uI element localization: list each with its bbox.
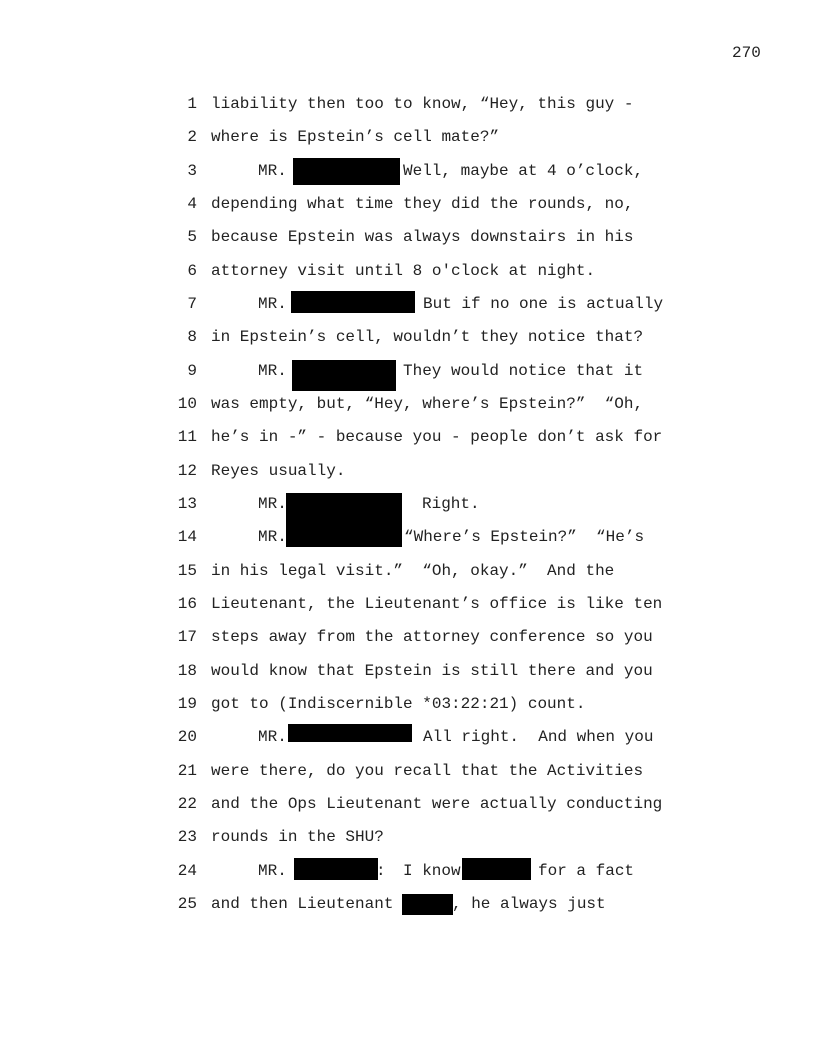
transcript-line: 20 MR. All right. And when you xyxy=(0,727,816,747)
speaker-label: MR. xyxy=(258,162,287,180)
line-text: and the Ops Lieutenant were actually con… xyxy=(211,795,663,813)
line-text: Lieutenant, the Lieutenant’s office is l… xyxy=(211,595,663,613)
line-number: 17 xyxy=(177,628,197,646)
line-text: Right. xyxy=(422,495,480,513)
transcript-line: 3 MR. Well, maybe at 4 o’clock, xyxy=(0,161,816,181)
line-number: 8 xyxy=(187,328,197,346)
transcript-line: 10 was empty, but, “Hey, where’s Epstein?… xyxy=(0,394,816,414)
redaction-box xyxy=(462,858,531,880)
line-text: would know that Epstein is still there a… xyxy=(211,662,653,680)
speaker-label: MR. xyxy=(258,528,287,546)
line-text: All right. And when you xyxy=(423,728,654,746)
transcript-line: 11 he’s in -” - because you - people don’… xyxy=(0,427,816,447)
transcript-line: 1 liability then too to know, “Hey, this … xyxy=(0,94,816,114)
line-number: 12 xyxy=(177,462,197,480)
transcript-line: 16 Lieutenant, the Lieutenant’s office is… xyxy=(0,594,816,614)
transcript-line: 21 were there, do you recall that the Act… xyxy=(0,761,816,781)
line-number: 7 xyxy=(187,295,197,313)
transcript-line: 2 where is Epstein’s cell mate?” xyxy=(0,127,816,147)
line-text: because Epstein was always downstairs in… xyxy=(211,228,634,246)
transcript-line: 24 MR.: I know for a fact xyxy=(0,861,816,881)
line-number: 21 xyxy=(177,762,197,780)
line-number: 2 xyxy=(187,128,197,146)
speaker-label: MR. xyxy=(258,362,287,380)
line-number: 14 xyxy=(177,528,197,546)
line-text: depending what time they did the rounds,… xyxy=(211,195,634,213)
line-number: 3 xyxy=(187,162,197,180)
line-text-continued: for a fact xyxy=(538,862,635,880)
line-text: where is Epstein’s cell mate?” xyxy=(211,128,500,146)
speaker-label: MR. xyxy=(258,495,287,513)
transcript-line: 22 and the Ops Lieutenant were actually c… xyxy=(0,794,816,814)
transcript-line: 13 MR. Right. xyxy=(0,494,816,514)
line-number: 24 xyxy=(177,862,197,880)
transcript-line: 5 because Epstein was always downstairs i… xyxy=(0,227,816,247)
speaker-label: MR. xyxy=(258,862,287,880)
line-number: 25 xyxy=(177,895,197,913)
redaction-box xyxy=(286,493,402,547)
line-text: “Where’s Epstein?” “He’s xyxy=(404,528,645,546)
transcript-line: 19 got to (Indiscernible *03:22:21) count… xyxy=(0,694,816,714)
speaker-label: MR. xyxy=(258,728,287,746)
line-text-continued: , he always just xyxy=(452,895,606,913)
transcript-line: 15 in his legal visit.” “Oh, okay.” And t… xyxy=(0,561,816,581)
colon: : xyxy=(376,862,386,880)
line-number: 16 xyxy=(177,595,197,613)
redaction-box xyxy=(293,158,400,185)
line-text: attorney visit until 8 o'clock at night. xyxy=(211,262,596,280)
line-text: in Epstein’s cell, wouldn’t they notice … xyxy=(211,328,644,346)
line-text: he’s in -” - because you - people don’t … xyxy=(211,428,663,446)
line-number: 4 xyxy=(187,195,197,213)
line-text: in his legal visit.” “Oh, okay.” And the xyxy=(211,562,615,580)
line-number: 22 xyxy=(177,795,197,813)
transcript-line: 8 in Epstein’s cell, wouldn’t they notice… xyxy=(0,327,816,347)
line-number: 18 xyxy=(177,662,197,680)
line-text: rounds in the SHU? xyxy=(211,828,384,846)
transcript-line: 18 would know that Epstein is still there… xyxy=(0,661,816,681)
transcript-line: 23 rounds in the SHU? xyxy=(0,827,816,847)
line-text: They would notice that it xyxy=(403,362,644,380)
line-text: got to (Indiscernible *03:22:21) count. xyxy=(211,695,586,713)
line-text: I know xyxy=(403,862,461,880)
line-number: 9 xyxy=(187,362,197,380)
line-number: 23 xyxy=(177,828,197,846)
line-text: was empty, but, “Hey, where’s Epstein?” … xyxy=(211,395,644,413)
line-number: 20 xyxy=(177,728,197,746)
line-text: liability then too to know, “Hey, this g… xyxy=(211,95,634,113)
redaction-box xyxy=(294,858,378,880)
transcript-line: 9 MR. They would notice that it xyxy=(0,361,816,381)
line-number: 13 xyxy=(177,495,197,513)
redaction-box xyxy=(288,724,412,742)
line-text: Reyes usually. xyxy=(211,462,346,480)
line-text: Well, maybe at 4 o’clock, xyxy=(403,162,644,180)
redaction-box xyxy=(291,291,415,313)
redaction-box xyxy=(292,360,396,391)
page-number: 270 xyxy=(732,44,761,62)
line-number: 10 xyxy=(177,395,197,413)
line-text: were there, do you recall that the Activ… xyxy=(211,762,644,780)
transcript-line: 25 and then Lieutenant , he always just xyxy=(0,894,816,914)
line-text: steps away from the attorney conference … xyxy=(211,628,653,646)
transcript-line: 7 MR. But if no one is actually xyxy=(0,294,816,314)
line-text: and then Lieutenant xyxy=(211,895,394,913)
transcript-line: 6 attorney visit until 8 o'clock at night… xyxy=(0,261,816,281)
redaction-box xyxy=(402,894,453,915)
line-number: 6 xyxy=(187,262,197,280)
line-number: 15 xyxy=(177,562,197,580)
transcript-line: 4 depending what time they did the rounds… xyxy=(0,194,816,214)
speaker-label: MR. xyxy=(258,295,287,313)
line-text: But if no one is actually xyxy=(423,295,664,313)
transcript-line: 17 steps away from the attorney conferenc… xyxy=(0,627,816,647)
transcript-line: 12 Reyes usually. xyxy=(0,461,816,481)
line-number: 11 xyxy=(177,428,197,446)
transcript-line: 14 MR. “Where’s Epstein?” “He’s xyxy=(0,527,816,547)
line-number: 1 xyxy=(187,95,197,113)
line-number: 5 xyxy=(187,228,197,246)
line-number: 19 xyxy=(177,695,197,713)
